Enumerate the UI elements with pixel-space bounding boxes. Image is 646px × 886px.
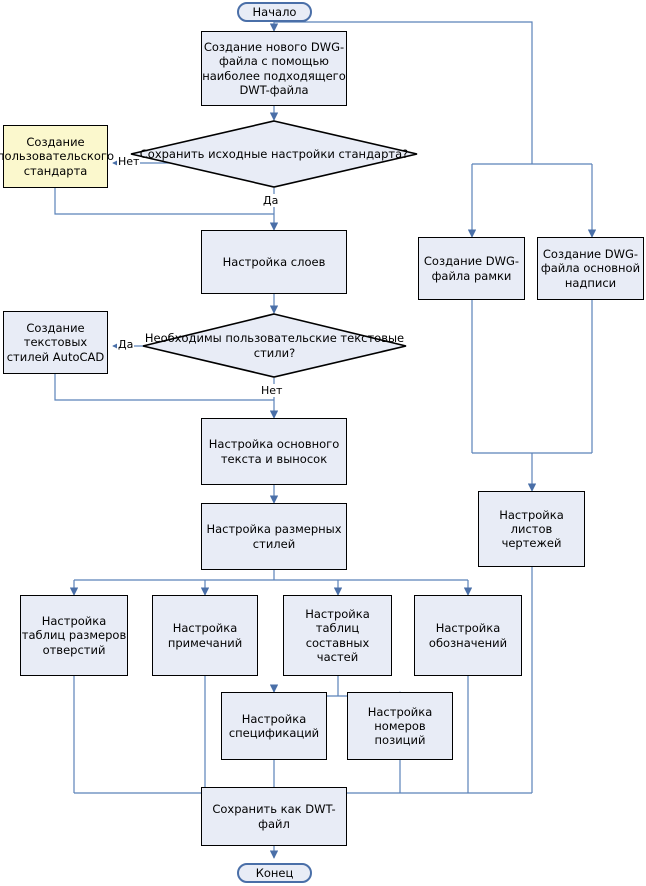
node-titleblock-dwg-label: Создание DWG-файла основной надписи [540,247,641,290]
edge-label-text-styles-no: Нет [260,384,284,397]
node-balloons-label: Настройка номеров позиций [367,704,433,747]
node-custom-standard[interactable]: Создание пользовательского стандарта [0,125,114,188]
decision-diamond-shape [142,313,407,378]
node-parts-tables[interactable]: Настройка таблиц составных частей [283,595,392,676]
node-start-label: Начало [252,4,297,19]
edge-label-keep-settings-yes: Да [262,194,280,207]
node-notes-label: Настройка примечаний [167,621,243,650]
node-main-text-leaders-label: Настройка основного текста и выносок [208,437,340,466]
node-layers-label: Настройка слоев [222,254,326,269]
node-autocad-text-styles[interactable]: Создание текстовых стилей AutoCAD [3,311,108,374]
edge-label-text-styles-yes: Да [117,338,135,351]
decision-diamond-shape [130,120,418,188]
node-start[interactable]: Начало [237,2,312,22]
node-hole-tables-label: Настройка таблиц размеров отверстий [21,614,127,657]
edge-label-keep-settings-no: Нет [117,155,141,168]
node-frame-dwg-label: Создание DWG-файла рамки [423,254,520,283]
node-decision-keep-settings[interactable]: Сохранить исходные настройки стандарта? [130,120,418,188]
node-dim-styles-label: Настройка размерных стилей [206,522,342,551]
node-frame-dwg[interactable]: Создание DWG-файла рамки [418,237,525,300]
node-autocad-text-styles-label: Создание текстовых стилей AutoCAD [6,321,105,364]
node-decision-text-styles[interactable]: Необходимы пользовательские текстовые ст… [142,313,407,378]
node-parts-tables-label: Настройка таблиц составных частей [305,607,370,664]
node-sheets-label: Настройка листов чертежей [499,507,564,550]
node-notes[interactable]: Настройка примечаний [152,595,258,676]
node-dim-styles[interactable]: Настройка размерных стилей [201,503,347,570]
node-create-dwg-label: Создание нового DWG-файла с помощью наиб… [202,40,346,97]
node-titleblock-dwg[interactable]: Создание DWG-файла основной надписи [537,237,644,300]
edge-start-right-branch [274,21,533,164]
node-create-dwg[interactable]: Создание нового DWG-файла с помощью наиб… [201,31,347,106]
node-balloons[interactable]: Настройка номеров позиций [347,692,453,760]
node-symbols-label: Настройка обозначений [428,621,508,650]
node-specs-label: Настройка спецификаций [228,711,320,740]
node-specs[interactable]: Настройка спецификаций [221,692,327,760]
node-end[interactable]: Конец [237,863,312,883]
edge-autocad-styles-merge [54,374,274,401]
node-save-dwt-label: Сохранить как DWT-файл [212,802,336,831]
node-main-text-leaders[interactable]: Настройка основного текста и выносок [201,418,347,485]
edge-custom-standard-merge [54,188,274,215]
node-sheets[interactable]: Настройка листов чертежей [478,491,585,567]
node-end-label: Конец [255,865,294,880]
node-custom-standard-label: Создание пользовательского стандарта [0,135,114,178]
node-hole-tables[interactable]: Настройка таблиц размеров отверстий [20,595,128,676]
node-layers[interactable]: Настройка слоев [201,230,347,294]
node-save-dwt[interactable]: Сохранить как DWT-файл [201,787,347,846]
node-symbols[interactable]: Настройка обозначений [414,595,522,676]
